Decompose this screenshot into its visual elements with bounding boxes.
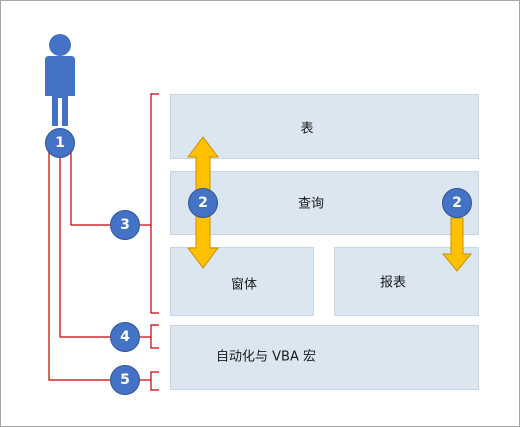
- reports-label: 报表: [379, 275, 407, 291]
- forms-box: [170, 247, 314, 316]
- automation-label: 自动化与 VBA 宏: [216, 349, 316, 365]
- queries-reports-badge: 2: [442, 188, 472, 218]
- person-icon: [45, 34, 75, 126]
- main-bracket-badge: 3: [110, 210, 140, 240]
- tables-label: 表: [300, 121, 314, 137]
- queries-label: 查询: [297, 196, 325, 212]
- queries-forms-badge: 2: [188, 188, 218, 218]
- automation-box: [170, 325, 479, 390]
- bracket-lines: [139, 93, 159, 391]
- tables-box: [170, 94, 479, 159]
- connector-lines: [48, 152, 111, 381]
- forms-label: 窗体: [230, 277, 258, 293]
- user-badge: 1: [45, 128, 75, 158]
- automation-bracket-badge: 4: [110, 322, 140, 352]
- down-arrow: [441, 217, 473, 272]
- automation-link-badge: 5: [110, 365, 140, 395]
- queries-box: [170, 171, 479, 235]
